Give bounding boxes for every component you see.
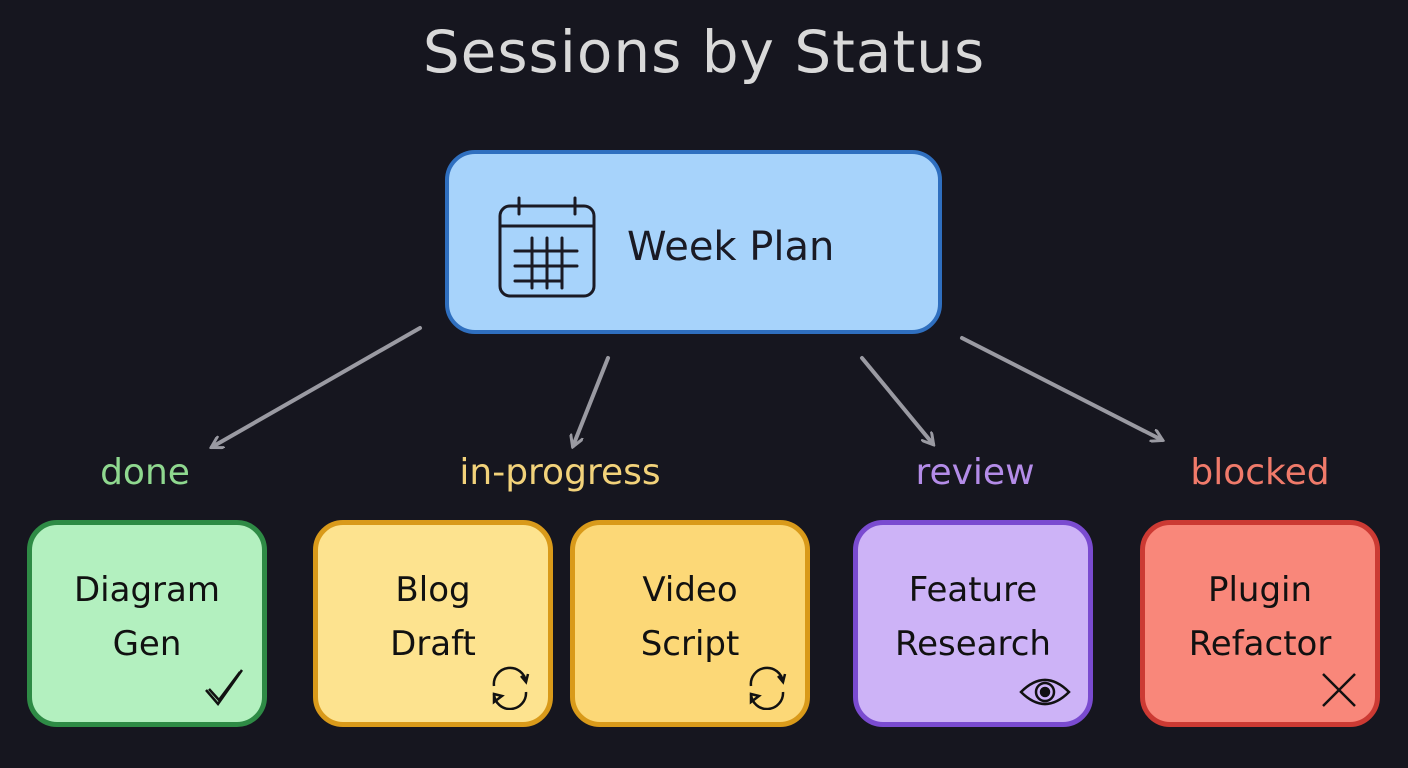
card-title-line1: Plugin [1207,570,1313,610]
card-title-line1: Diagram [74,570,220,610]
card-title-line1: Blog [395,570,471,610]
card-title-line2: Research [895,624,1051,664]
card-title-line2: Script [640,624,740,664]
card-title-line2: Refactor [1188,624,1332,664]
root-node-week-plan[interactable]: Week Plan [445,150,942,334]
eye-icon [1019,678,1071,706]
card-title-line1: Feature [908,570,1038,610]
calendar-icon [498,196,596,298]
card-title-line2: Gen [112,624,182,664]
refresh-icon [749,666,787,710]
arrow-to-blocked [960,336,1162,440]
root-label: Week Plan [627,224,835,270]
status-label-review: review [915,452,1035,493]
diagram-title: Sessions by Status [422,18,986,86]
arrow-to-done [212,326,422,447]
x-icon [1322,673,1356,707]
status-label-in-progress: in-progress [459,452,661,493]
status-label-blocked: blocked [1190,452,1330,493]
checkmark-icon [205,669,244,707]
arrow-to-review [860,356,933,444]
refresh-icon [492,666,530,710]
status-label-done: done [100,452,190,493]
arrow-to-in-progress [573,356,610,446]
card-title-line2: Draft [390,624,476,664]
card-title-line1: Video [642,570,738,610]
